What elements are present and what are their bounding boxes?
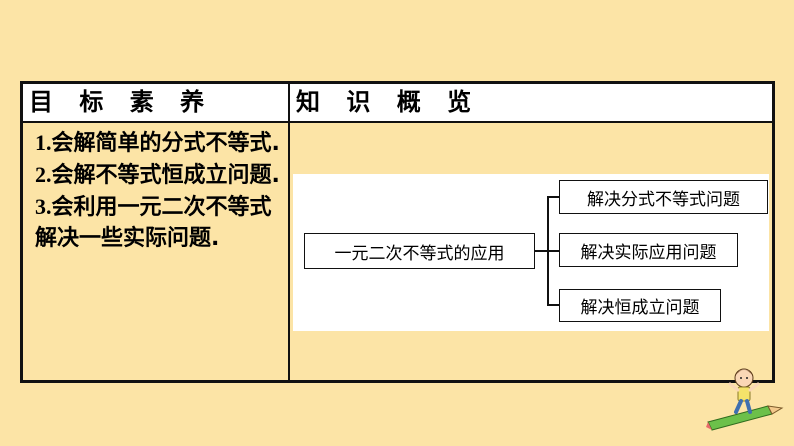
goal-number: 2. [35, 162, 52, 187]
header-goals: 目 标 素 养 [29, 88, 214, 116]
concept-root-box: 一元二次不等式的应用 [304, 233, 535, 269]
header-overview: 知 识 概 览 [296, 88, 481, 116]
goal-text: 会利用一元二次不等式解决一些实际问题. [35, 195, 272, 251]
connector-line [535, 250, 547, 252]
connector-line [547, 250, 559, 252]
goal-text: 会解简单的分式不等式. [51, 131, 280, 156]
girl-on-pencil-mascot [706, 368, 784, 431]
goal-number: 3. [35, 194, 52, 219]
goal-text: 会解不等式恒成立问题. [51, 163, 280, 188]
connector-line [547, 196, 559, 198]
concept-map: 一元二次不等式的应用 解决分式不等式问题 解决实际应用问题 解决恒成立问题 [293, 174, 769, 331]
content-table: 目 标 素 养 知 识 概 览 1.会解简单的分式不等式. 2.会解不等式恒成立… [20, 81, 775, 383]
table-header-row: 目 标 素 养 知 识 概 览 [23, 84, 772, 123]
concept-branch-3: 解决恒成立问题 [559, 289, 721, 322]
goals-list: 1.会解简单的分式不等式. 2.会解不等式恒成立问题. 3.会利用一元二次不等式… [35, 127, 280, 254]
goal-item-3: 3.会利用一元二次不等式解决一些实际问题. [35, 191, 280, 254]
goal-item-1: 1.会解简单的分式不等式. [35, 127, 280, 159]
concept-branch-2: 解决实际应用问题 [559, 233, 738, 267]
goal-number: 1. [35, 130, 52, 155]
concept-branch-1: 解决分式不等式问题 [559, 180, 768, 214]
column-divider [288, 84, 290, 380]
connector-line [547, 304, 559, 306]
goal-item-2: 2.会解不等式恒成立问题. [35, 159, 280, 191]
